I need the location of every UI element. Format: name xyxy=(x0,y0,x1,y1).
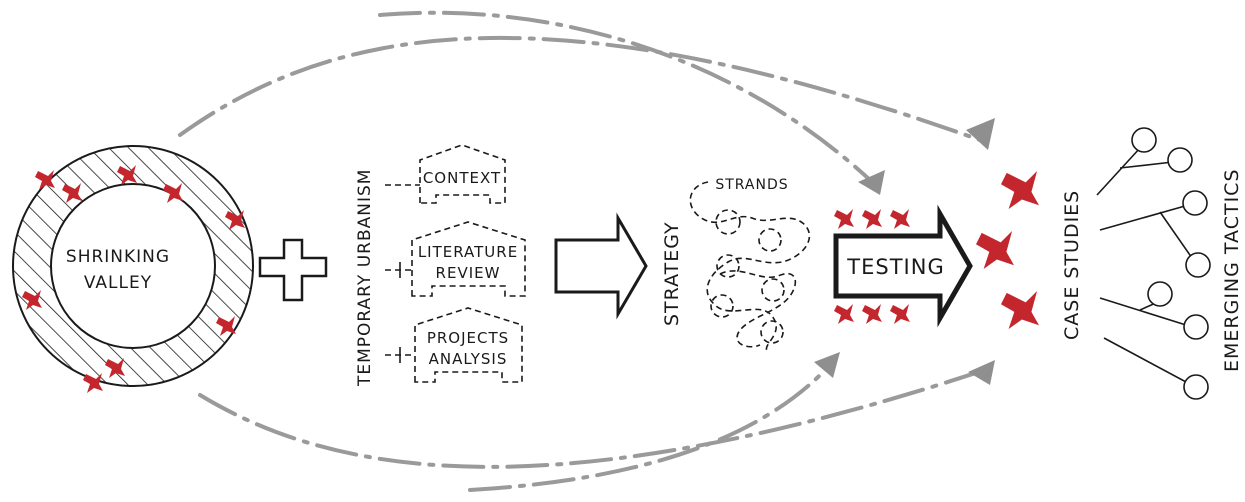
case-studies-label: CASE STUDIES xyxy=(1061,190,1083,340)
pin-icon xyxy=(834,304,854,324)
pin-icon xyxy=(862,304,882,324)
arrow-head-top-2 xyxy=(858,170,885,195)
plus-icon xyxy=(258,238,328,302)
tactic-node xyxy=(1167,147,1193,173)
literature-review-box: LITERATURE REVIEW xyxy=(411,221,526,297)
feedback-arrows xyxy=(178,10,995,492)
tactic-node xyxy=(1183,314,1209,340)
pin-icon xyxy=(890,304,910,324)
testing-node: TESTING xyxy=(833,204,973,328)
strands-label: STRANDS xyxy=(715,177,788,193)
context-box: CONTEXT xyxy=(419,144,506,204)
pin-icon xyxy=(862,209,882,229)
pin-icon xyxy=(1001,171,1039,209)
top-arc-to-testing xyxy=(378,10,872,182)
projects-analysis-box: PROJECTS ANALYSIS xyxy=(414,307,523,383)
emerging-tactics-label: EMERGING TACTICS xyxy=(1221,168,1243,372)
emerging-tactics-tree xyxy=(1096,127,1211,400)
review-label: REVIEW xyxy=(436,264,501,282)
tactic-node xyxy=(1183,374,1209,400)
bottom-arc-to-case-studies xyxy=(198,368,987,469)
shrinking-valley-node: SHRINKING VALLEY xyxy=(12,145,254,387)
testing-label: TESTING xyxy=(846,255,944,279)
analysis-label: ANALYSIS xyxy=(429,350,508,368)
tactic-node xyxy=(1147,281,1173,307)
tactic-node xyxy=(1185,252,1211,278)
pin-icon xyxy=(890,209,910,229)
top-arc-to-case-studies xyxy=(178,35,982,142)
tactic-node xyxy=(1131,127,1157,153)
projects-label: PROJECTS xyxy=(427,329,509,347)
process-arrow-icon xyxy=(554,212,648,320)
case-study-pins xyxy=(976,171,1039,329)
literature-label: LITERATURE xyxy=(418,243,518,261)
shrinking-label: SHRINKING xyxy=(66,247,170,267)
strands-cluster: STRANDS xyxy=(689,177,811,353)
connectors xyxy=(385,184,420,363)
arrow-head-bottom-2 xyxy=(814,352,840,378)
strategy-label: STRATEGY xyxy=(661,221,683,326)
valley-label: VALLEY xyxy=(84,273,152,293)
tactic-node xyxy=(1182,190,1208,216)
pin-icon xyxy=(834,209,854,229)
temporary-urbanism-label: TEMPORARY URBANISM xyxy=(355,169,375,387)
bottom-arc-to-testing xyxy=(468,363,832,492)
arrow-head-top-1 xyxy=(966,118,995,150)
arrow-head-bottom-1 xyxy=(968,360,995,385)
pin-icon xyxy=(976,231,1014,269)
context-label: CONTEXT xyxy=(423,169,501,187)
pin-icon xyxy=(1001,291,1039,329)
